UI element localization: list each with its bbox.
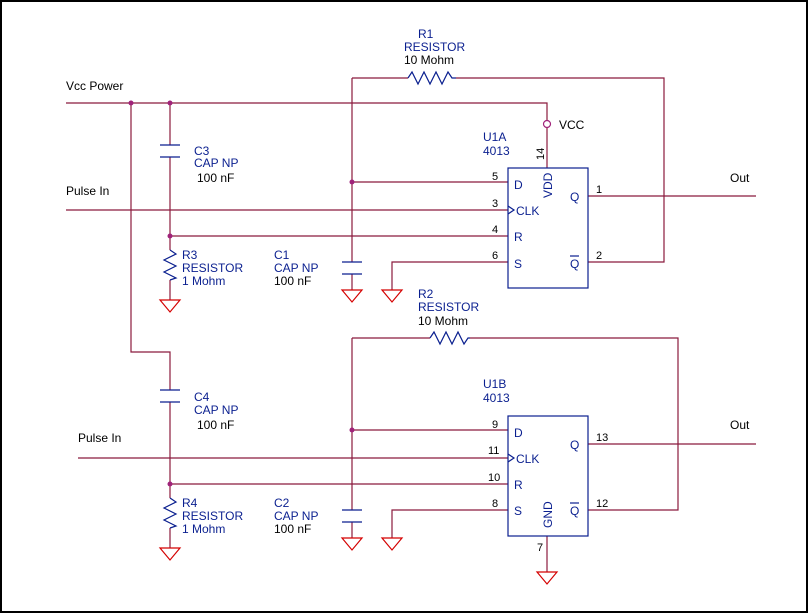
r3-ref: R3 [182, 248, 198, 262]
u1a-part: 4013 [483, 144, 510, 158]
u1b-pinnum-gnd: 7 [537, 542, 543, 554]
r4-value: 1 Mohm [182, 522, 225, 536]
ground-icon [380, 537, 404, 551]
u1a-ref: U1A [483, 130, 506, 144]
u1a-pinnum-clk: 3 [492, 198, 498, 210]
resistor-r1 [407, 70, 456, 86]
u1b-part: 4013 [483, 391, 510, 405]
c3-type: CAP NP [194, 156, 238, 170]
wires-top [66, 77, 756, 390]
r3-value: 1 Mohm [182, 274, 225, 288]
junction [167, 481, 173, 487]
u1b-pin-q: Q [570, 438, 579, 452]
u1a-pinnum-vdd: 14 [535, 148, 547, 160]
c4-value: 100 nF [197, 418, 234, 432]
u1a-pin-vdd: VDD [541, 172, 555, 198]
c1-value: 100 nF [274, 274, 311, 288]
chip-u1b [507, 415, 589, 537]
c2-value: 100 nF [274, 522, 311, 536]
r1-ref: R1 [418, 27, 434, 41]
u1a-pinnum-qb: 2 [596, 250, 602, 262]
u1b-pinnum-clk: 11 [488, 445, 499, 457]
pulse-in-label-top: Pulse In [66, 184, 109, 198]
pulse-in-label-bottom: Pulse In [78, 431, 121, 445]
clk-marker [507, 205, 516, 215]
u1b-pin-gnd: GND [541, 501, 555, 528]
r2-type: RESISTOR [418, 300, 479, 314]
ground-icon [158, 299, 182, 313]
r1-value: 10 Mohm [404, 53, 454, 67]
u1b-pin-r: R [514, 478, 523, 492]
clk-marker [507, 453, 516, 463]
ground-icon [340, 289, 364, 303]
u1a-pin-d: D [514, 178, 523, 192]
resistor-r4 [162, 497, 178, 529]
c1-type: CAP NP [274, 261, 318, 275]
c1-ref: C1 [274, 248, 290, 262]
capacitor-c1 [342, 261, 362, 275]
junction [128, 100, 134, 106]
out-label-top: Out [730, 171, 750, 185]
u1b-pinnum-d: 9 [492, 419, 498, 431]
ground-icon [158, 547, 182, 561]
u1a-pin-s: S [514, 257, 522, 271]
u1b-pin-s: S [514, 504, 522, 518]
vcc-power-label: Vcc Power [66, 79, 123, 93]
junction [167, 100, 173, 106]
chip-u1a [507, 167, 589, 289]
r3-type: RESISTOR [182, 261, 243, 275]
ground-icon [535, 571, 559, 585]
ground-icon [340, 537, 364, 551]
u1a-pin-q: Q [570, 190, 579, 204]
resistor-r3 [162, 249, 178, 281]
u1a-pin-r: R [514, 230, 523, 244]
junction [349, 179, 355, 185]
u1b-pin-d: D [514, 426, 523, 440]
ground-icon [380, 289, 404, 303]
resistor-r2 [429, 330, 470, 346]
r2-ref: R2 [418, 287, 434, 301]
junction [349, 427, 355, 433]
c3-value: 100 nF [197, 171, 234, 185]
u1a-pinnum-d: 5 [492, 171, 498, 183]
capacitor-c3 [160, 144, 180, 158]
out-label-bottom: Out [730, 418, 750, 432]
u1b-pinnum-q: 13 [596, 432, 608, 444]
u1b-pinnum-s: 8 [492, 498, 498, 510]
junction [167, 233, 173, 239]
u1b-pin-clk: CLK [516, 452, 539, 466]
r1-type: RESISTOR [404, 40, 465, 54]
u1a-pinnum-q: 1 [596, 184, 602, 196]
c2-type: CAP NP [274, 509, 318, 523]
u1a-pin-clk: CLK [516, 204, 539, 218]
vcc-terminal [542, 119, 552, 129]
c3-ref: C3 [194, 144, 210, 158]
u1a-pinnum-s: 6 [492, 250, 498, 262]
u1b-ref: U1B [483, 377, 506, 391]
wires-bottom [78, 337, 756, 572]
capacitor-c4 [160, 389, 180, 403]
c4-type: CAP NP [194, 403, 238, 417]
capacitor-c2 [342, 509, 362, 523]
c4-ref: C4 [194, 390, 210, 404]
vcc-label: VCC [559, 118, 585, 132]
u1a-pin-qb: Q [570, 257, 579, 271]
r4-ref: R4 [182, 496, 198, 510]
u1b-pinnum-r: 10 [488, 472, 500, 484]
u1b-pinnum-qb: 12 [596, 498, 608, 510]
r4-type: RESISTOR [182, 509, 243, 523]
u1b-pin-qb: Q [570, 504, 579, 518]
r2-value: 10 Mohm [418, 314, 468, 328]
c2-ref: C2 [274, 496, 290, 510]
u1a-pinnum-r: 4 [492, 224, 498, 236]
